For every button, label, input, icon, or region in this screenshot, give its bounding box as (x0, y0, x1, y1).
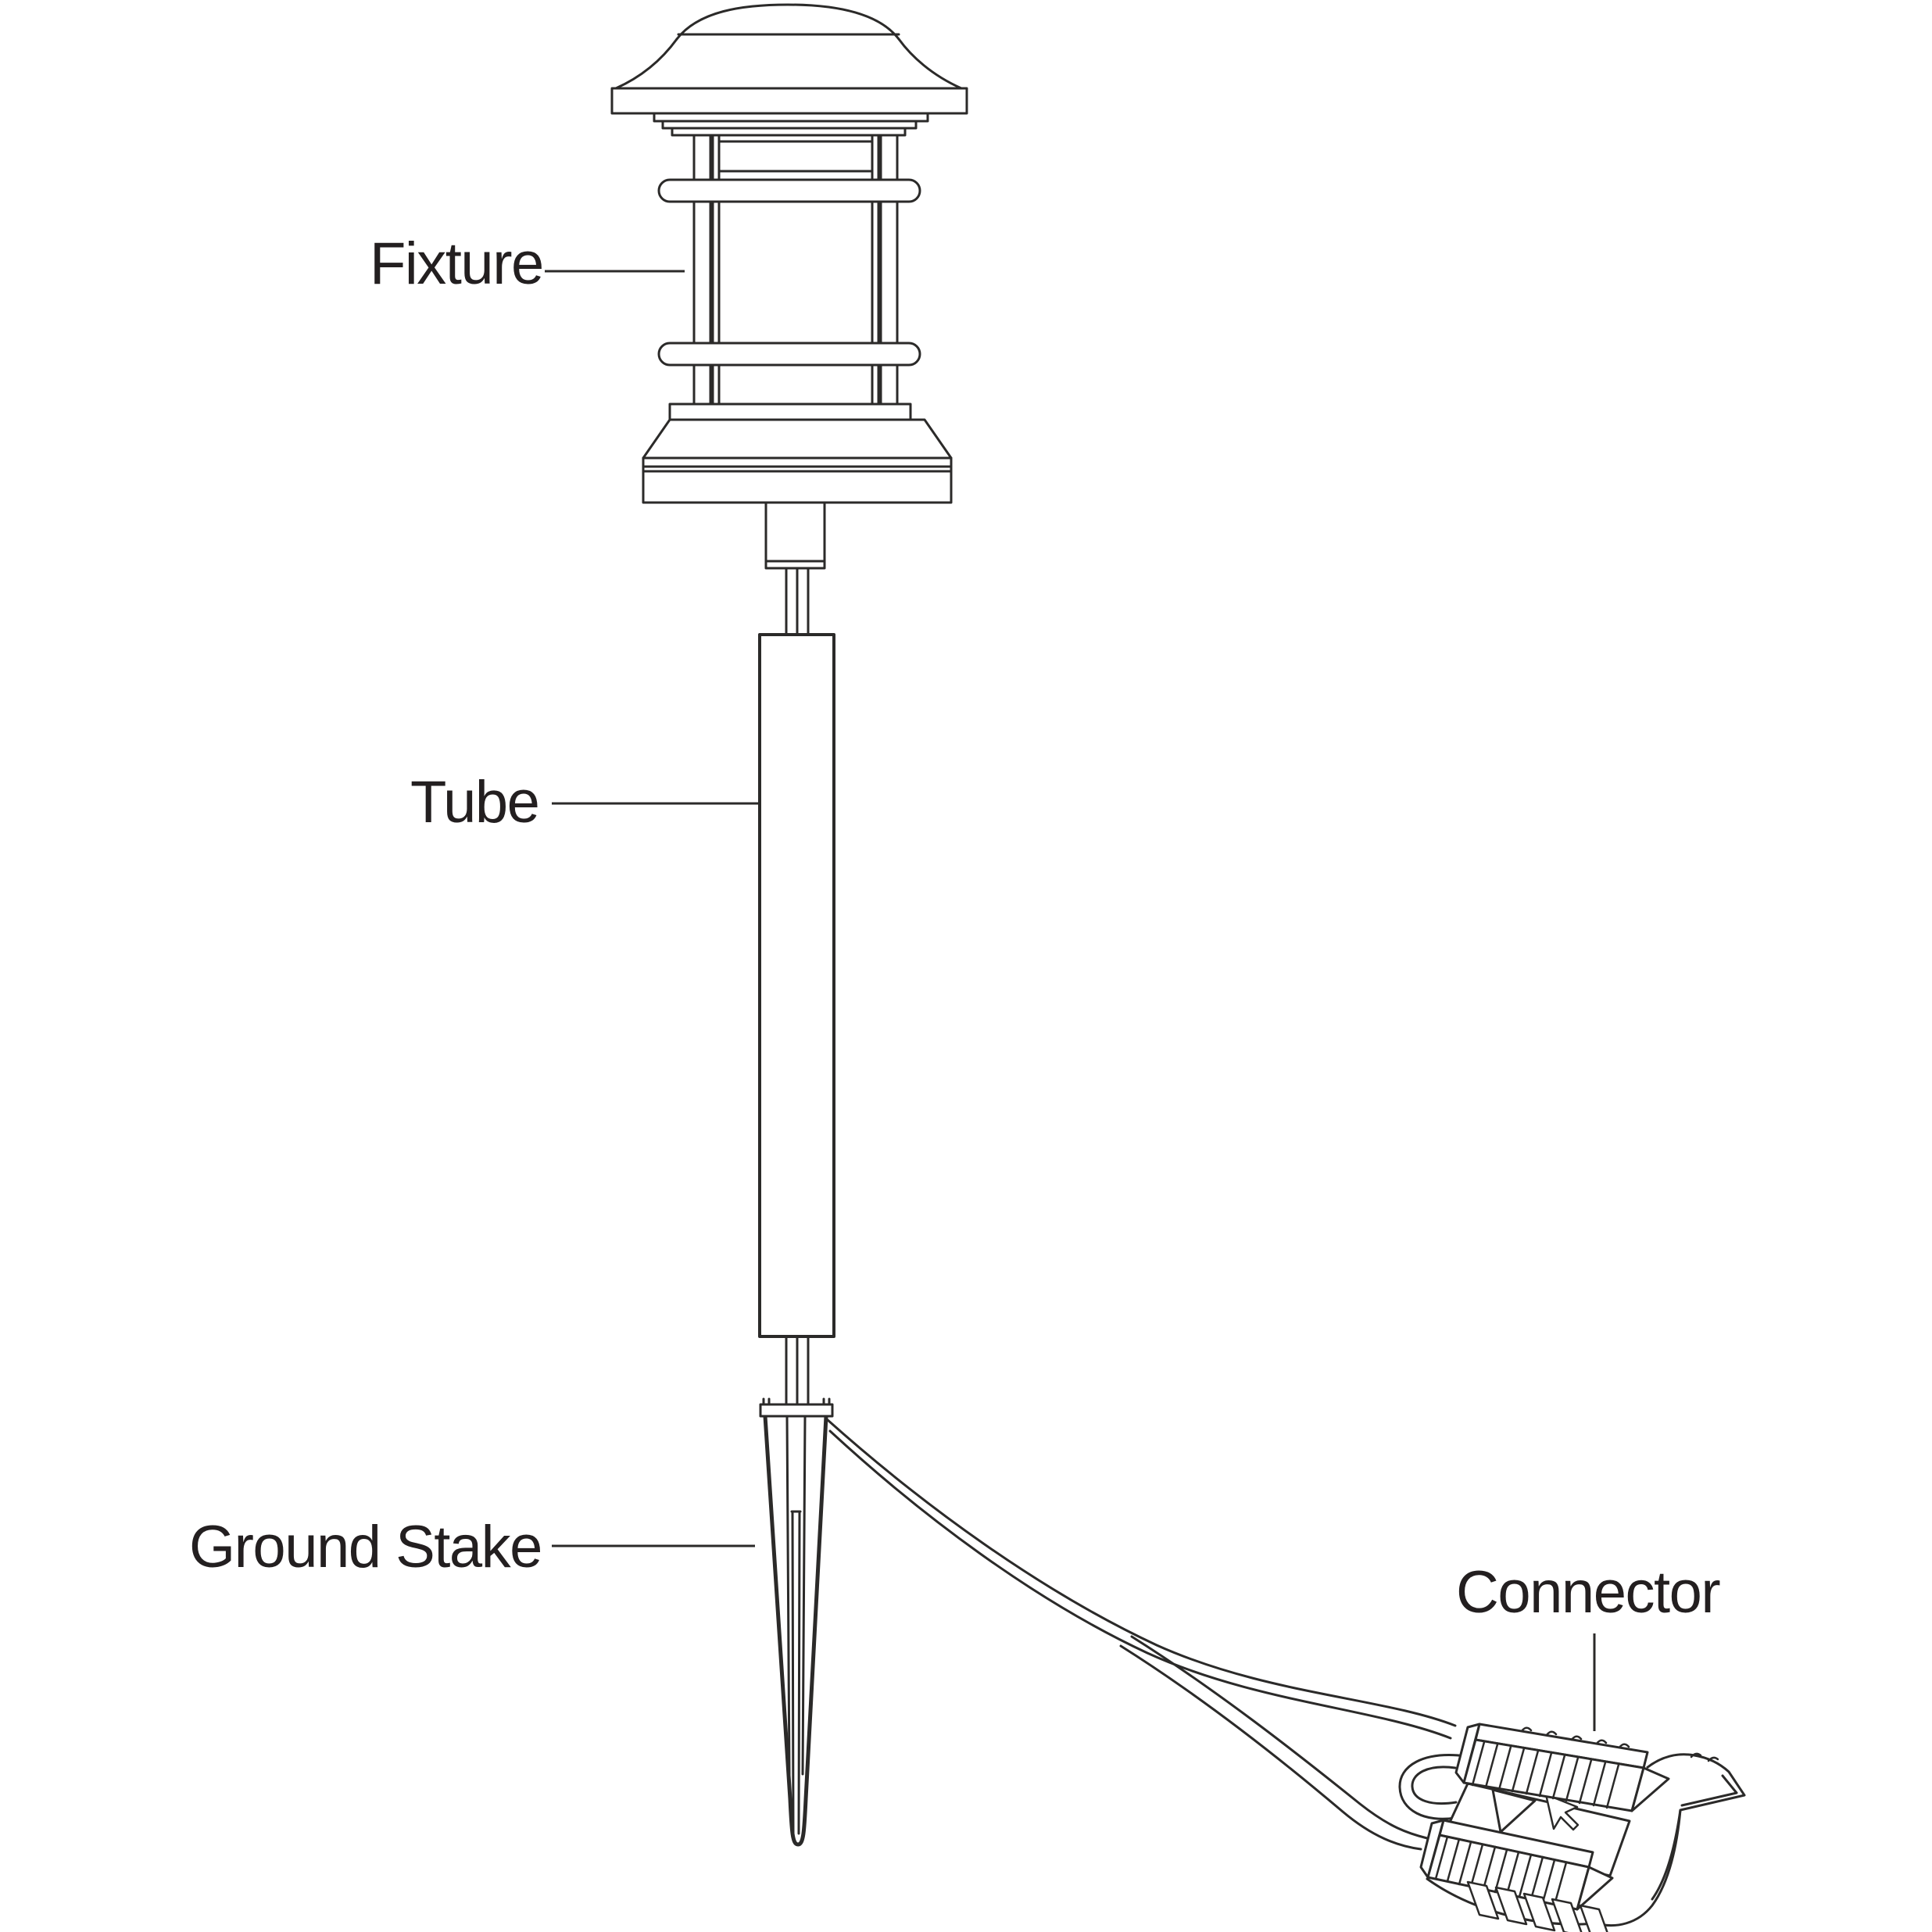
connector-tooth (1551, 1898, 1583, 1932)
tube-drawing (758, 633, 835, 1338)
fixture-stem-rods (785, 567, 810, 636)
fixture-ring-bottom (657, 342, 921, 367)
connector-tooth (1466, 1880, 1500, 1920)
connector-teeth (1466, 1880, 1608, 1932)
fixture-bottom-frame (668, 402, 912, 421)
ground-stake-label: Ground Stake (189, 1514, 542, 1580)
connector-latch-loop-inner (1411, 1766, 1458, 1805)
fixture-ring-top (657, 178, 921, 203)
fixture-drawing (610, 3, 968, 636)
fixture-stem-block (764, 501, 826, 570)
connector-upper-jaw-wedge (1630, 1766, 1670, 1812)
connector-tooth (1522, 1892, 1556, 1932)
connector-tooth (1494, 1886, 1528, 1926)
connector-lower-jaw-wedge (1576, 1866, 1614, 1911)
connector-label: Connector (1456, 1559, 1720, 1626)
stake-cap-plate (759, 1403, 834, 1418)
label-ground-stake: Ground Stake (189, 1514, 755, 1580)
fixture-post-left (692, 134, 712, 421)
tube-label: Tube (410, 769, 538, 835)
fixture-roof-rim (610, 87, 968, 115)
stake-body (763, 1415, 828, 1847)
fixture-glass-edges (711, 134, 880, 406)
fixture-roof-left (614, 38, 678, 90)
cable-wire-a-line2 (828, 1429, 1452, 1740)
fixture-base-flare (642, 418, 953, 460)
connector-bracket-bumps (1690, 1752, 1719, 1762)
connector-frame-arrow (1544, 1793, 1580, 1831)
fixture-dome-outline (675, 3, 900, 41)
cable-wire-b-line2 (1119, 1644, 1422, 1851)
connector-latch-loop-outer (1398, 1754, 1468, 1820)
connector-tooth (1579, 1904, 1608, 1932)
connector-bracket-inner-edges (1651, 1774, 1738, 1901)
fixture-base-band-lines (642, 465, 953, 473)
connector-drawing (1398, 1723, 1746, 1932)
connector-upper-jaw-bumps (1520, 1726, 1630, 1749)
fixture-glass-lines (717, 140, 874, 173)
stake-inner-channels (785, 1415, 807, 1835)
tube-body (758, 633, 835, 1338)
connector-lower-jaw-ribs (1434, 1835, 1568, 1906)
cable-wire-b-line1 (1130, 1635, 1429, 1840)
fixture-plate-3 (671, 127, 907, 137)
fixture-label: Fixture (370, 231, 543, 297)
fixture-post-right (879, 134, 899, 421)
connector-frame-triangle (1491, 1788, 1537, 1834)
lower-stem-rods (785, 1335, 810, 1406)
cable-wire-a-line1 (825, 1418, 1457, 1727)
fixture-roof-right (897, 38, 963, 90)
fixture-base-band (642, 456, 953, 504)
label-tube: Tube (410, 769, 759, 835)
label-fixture: Fixture (370, 231, 685, 297)
connector-upper-jaw-ribs (1471, 1741, 1620, 1809)
cable-drawing (825, 1418, 1457, 1851)
label-connector: Connector (1456, 1559, 1722, 1731)
stake-cap-ticks (762, 1397, 831, 1406)
ground-stake-drawing (759, 1397, 834, 1847)
